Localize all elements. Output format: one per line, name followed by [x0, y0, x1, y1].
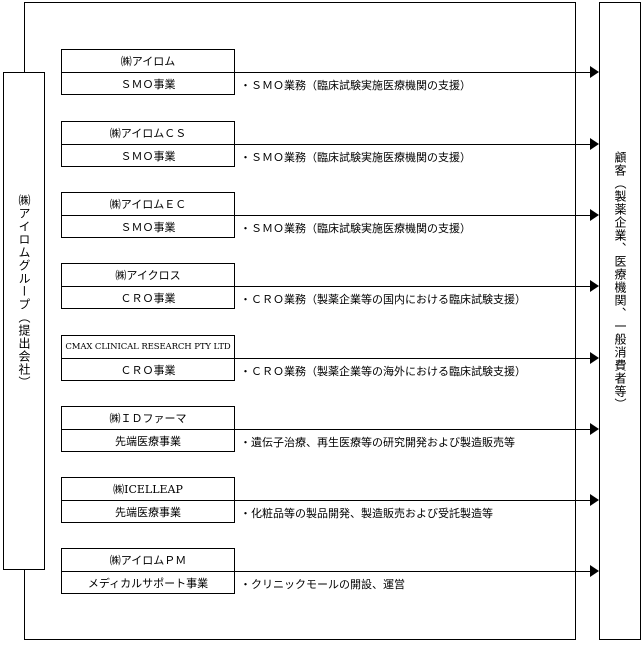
arrow-head	[590, 138, 599, 150]
business-segment: ＳＭＯ事業	[120, 149, 176, 163]
business-description: ・ＳＭＯ業務（臨床試験実施医療機関の支援）	[240, 222, 471, 235]
company-row: CMAX CLINICAL RESEARCH PTY LTD ＣＲＯ事業	[61, 335, 235, 381]
arrow-line	[235, 72, 591, 73]
company-row: ㈱アイロム ＳＭＯ事業	[61, 49, 235, 95]
company-row: ㈱ＩＤファーマ 先端医療事業	[61, 406, 235, 452]
arrow-head	[590, 209, 599, 221]
arrow-line	[235, 286, 591, 287]
company-row: ㈱アイクロス ＣＲＯ事業	[61, 263, 235, 309]
company-name: ㈱アイロムＰＭ	[62, 549, 234, 572]
business-segment: メディカルサポート事業	[87, 576, 209, 590]
business-description: ・ＳＭＯ業務（臨床試験実施医療機関の支援）	[240, 79, 471, 92]
company-row: ㈱アイロムＥＣ ＳＭＯ事業	[61, 192, 235, 238]
company-row: ㈱ICELLEAP 先端医療事業	[61, 477, 235, 523]
parent-company-label: ㈱アイロムグループ（提出会社）	[17, 194, 31, 389]
arrow-line	[235, 144, 591, 145]
company-row: ㈱アイロムＰＭ メディカルサポート事業	[61, 548, 235, 594]
business-segment: 先端医療事業	[115, 434, 181, 448]
company-name: ㈱ICELLEAP	[62, 478, 234, 501]
business-segment: ＣＲＯ事業	[120, 363, 176, 377]
business-segment: ＣＲＯ事業	[120, 291, 176, 305]
customers-label: 顧客（製薬企業、医療機関、一般消費者等）	[613, 151, 627, 411]
arrow-line	[235, 429, 591, 430]
business-segment: 先端医療事業	[115, 505, 181, 519]
arrow-line	[235, 215, 591, 216]
arrow-head	[590, 494, 599, 506]
arrow-line	[235, 500, 591, 501]
company-name: ㈱ＩＤファーマ	[62, 407, 234, 430]
arrow-head	[590, 352, 599, 364]
arrow-head	[590, 423, 599, 435]
parent-company-box: ㈱アイロムグループ（提出会社）	[3, 72, 45, 570]
business-segment: ＳＭＯ事業	[120, 220, 176, 234]
company-row: ㈱アイロムＣＳ ＳＭＯ事業	[61, 121, 235, 167]
business-segment: ＳＭＯ事業	[120, 77, 176, 91]
business-description: ・ＣＲＯ業務（製薬企業等の国内における臨床試験支援）	[240, 293, 526, 306]
arrow-head	[590, 280, 599, 292]
arrow-head	[590, 565, 599, 577]
customers-box: 顧客（製薬企業、医療機関、一般消費者等）	[599, 2, 641, 640]
company-name: ㈱アイロムＣＳ	[62, 122, 234, 145]
arrow-line	[235, 571, 591, 572]
business-description: ・化粧品等の製品開発、製造販売および受託製造等	[240, 507, 493, 520]
arrow-head	[590, 66, 599, 78]
arrow-line	[235, 358, 591, 359]
business-description: ・クリニックモールの開設、運営	[240, 578, 405, 591]
business-description: ・ＳＭＯ業務（臨床試験実施医療機関の支援）	[240, 151, 471, 164]
business-description: ・ＣＲＯ業務（製薬企業等の海外における臨床試験支援）	[240, 365, 526, 378]
company-name: ㈱アイロムＥＣ	[62, 193, 234, 216]
group-frame	[24, 2, 576, 640]
business-description: ・遺伝子治療、再生医療等の研究開発および製造販売等	[240, 436, 515, 449]
company-name: ㈱アイクロス	[62, 264, 234, 287]
company-name: ㈱アイロム	[62, 50, 234, 73]
company-name: CMAX CLINICAL RESEARCH PTY LTD	[62, 336, 234, 359]
